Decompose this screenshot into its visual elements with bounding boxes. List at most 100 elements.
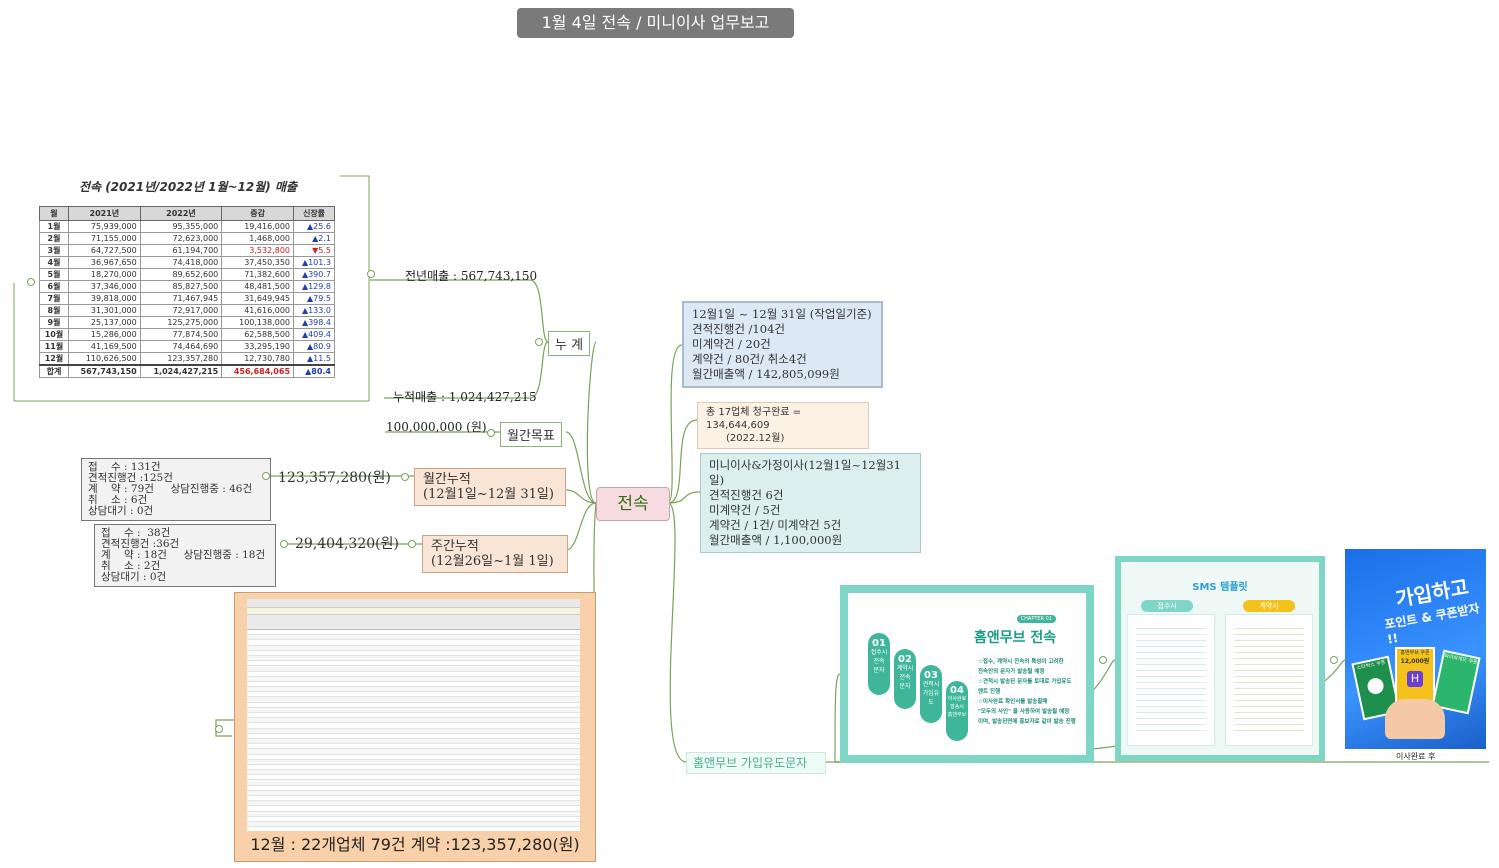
report-row xyxy=(247,666,580,672)
summary-line: 미계약건 / 20건 xyxy=(692,337,771,351)
collapse-dot[interactable] xyxy=(487,429,495,437)
collapse-dot[interactable] xyxy=(401,473,409,481)
node-billing[interactable]: 총 17업체 청구완료 = 134,644,609 (2022.12월) xyxy=(697,402,869,449)
sales-cell-y2022: 72,917,000 xyxy=(139,304,223,317)
tab-contract: 계약시 xyxy=(1243,600,1295,612)
node-monthly-cumulative[interactable]: 월간누적 (12월1일~12월 31일) xyxy=(414,468,566,506)
sales-cell-m: 9월 xyxy=(39,316,69,329)
sales-cell-y2021: 567,743,150 xyxy=(67,364,141,378)
prev-year-sales: 전년매출 : 567,743,150 xyxy=(405,269,538,283)
billing-period: (2022.12월) xyxy=(726,433,785,444)
collapse-dot[interactable] xyxy=(408,540,416,548)
sales-cell-diff: 100,138,000 xyxy=(221,316,295,329)
sales-cell-rate: ▲25.6 xyxy=(293,220,335,233)
sales-cell-rate: ▲80.4 xyxy=(293,364,335,378)
sales-cell-m: 1월 xyxy=(39,220,69,233)
sales-cell-y2022: 89,652,600 xyxy=(139,268,223,281)
collapse-dot[interactable] xyxy=(367,270,375,278)
sales-cell-y2022: 74,464,690 xyxy=(139,340,223,353)
image-caption: 이사완료 후 xyxy=(1396,752,1436,761)
report-row xyxy=(247,755,580,760)
sales-cell-m: 6월 xyxy=(39,280,69,293)
sales-cell-rate: ▲79.5 xyxy=(293,292,335,305)
report-row xyxy=(247,759,580,765)
collapse-dot[interactable] xyxy=(1099,656,1107,664)
sales-cell-y2022: 61,194,700 xyxy=(139,244,223,257)
node-cumulative[interactable]: 누 계 xyxy=(548,331,591,356)
sales-cell-diff: 41,616,000 xyxy=(221,304,295,317)
collapse-dot[interactable] xyxy=(262,472,270,480)
report-row xyxy=(247,790,580,796)
report-row xyxy=(247,738,580,745)
mini-line: 미니이사&가정이사(12월1일~12월31일) xyxy=(709,458,901,487)
sales-cell-m: 10월 xyxy=(39,328,69,341)
monthly-goal-value: 100,000,000 (원) xyxy=(386,420,487,434)
node-december-summary[interactable]: 12월1일 ~ 12월 31일 (작업일기준) 견적진행건 /104건 미계약건… xyxy=(682,301,883,388)
report-row xyxy=(247,734,580,739)
report-row xyxy=(247,635,580,641)
sales-cell-y2021: 37,346,000 xyxy=(67,280,141,293)
collapse-dot[interactable] xyxy=(535,338,543,346)
stat-line: 접 수 : 38건 xyxy=(101,527,171,539)
report-row xyxy=(247,661,580,667)
weekly-cum-label: 주간누적 xyxy=(431,539,479,554)
sales-cell-y2021: 36,967,650 xyxy=(67,256,141,269)
stat-line: 계 약 : 79건 상담진행중 : 46건 xyxy=(88,483,253,495)
december-report-panel: 12월 : 22개업체 79건 계약 :123,357,280(원) xyxy=(234,592,596,862)
report-row xyxy=(247,801,580,807)
sales-cell-diff: 456,684,065 xyxy=(221,364,295,378)
col-header: 증감 xyxy=(221,206,295,221)
report-caption: 12월 : 22개업체 79건 계약 :123,357,280(원) xyxy=(250,835,580,854)
report-row xyxy=(247,744,580,750)
report-row xyxy=(247,728,580,734)
sales-cell-y2022: 77,874,500 xyxy=(139,328,223,341)
sales-cell-m: 12월 xyxy=(39,352,69,366)
node-weekly-cumulative[interactable]: 주간누적 (12월26일~1월 1일) xyxy=(422,535,568,573)
report-row xyxy=(247,718,580,724)
collapse-dot[interactable] xyxy=(215,725,223,733)
tab-receipt: 접수시 xyxy=(1141,600,1193,612)
collapse-dot[interactable] xyxy=(280,540,288,548)
report-row xyxy=(247,780,580,786)
report-row xyxy=(247,775,580,781)
report-row xyxy=(247,817,580,822)
sales-cell-y2021: 64,727,500 xyxy=(67,244,141,257)
summary-line: 계약건 / 80건/ 취소4건 xyxy=(692,352,807,366)
stat-line: 접 수 : 131건 xyxy=(88,461,161,473)
collapse-dot[interactable] xyxy=(1330,656,1338,664)
mini-line: 계약건 / 1건/ 미계약건 5건 xyxy=(709,518,842,532)
report-row xyxy=(247,770,580,776)
sms-template-left xyxy=(1127,614,1215,746)
node-mini-move[interactable]: 미니이사&가정이사(12월1일~12월31일) 견적진행건 6건 미계약건 / … xyxy=(700,453,921,553)
collapse-dot[interactable] xyxy=(27,278,35,286)
mini-line: 월간매출액 / 1,100,000원 xyxy=(709,533,843,547)
node-monthly-goal[interactable]: 월간목표 xyxy=(500,422,562,447)
report-row xyxy=(247,672,580,677)
monthly-cum-value: 123,357,280(원) xyxy=(278,470,391,486)
sales-cell-m: 3월 xyxy=(39,244,69,257)
sales-cell-y2022: 1,024,427,215 xyxy=(139,364,223,378)
sales-cell-y2022: 85,827,500 xyxy=(139,280,223,293)
node-homemove-sms[interactable]: 홈앤무브 가입유도문자 xyxy=(686,752,826,774)
sales-cell-rate: ▲390.7 xyxy=(293,268,335,281)
monthly-cum-label: 월간누적 xyxy=(423,472,471,487)
sales-cell-y2021: 39,818,000 xyxy=(67,292,141,305)
report-row xyxy=(247,692,580,698)
stat-line: 취 소 : 6건 xyxy=(88,494,148,506)
stat-line: 견적진행건 :36건 xyxy=(101,538,180,550)
sales-cell-diff: 48,481,500 xyxy=(221,280,295,293)
central-topic[interactable]: 전속 xyxy=(596,487,670,521)
map-title: 1월 4일 전속 / 미니이사 업무보고 xyxy=(517,8,794,38)
sales-table-panel: 전속 (2021년/2022년 1월~12월) 매출 월 2021년 2022년… xyxy=(39,177,337,389)
